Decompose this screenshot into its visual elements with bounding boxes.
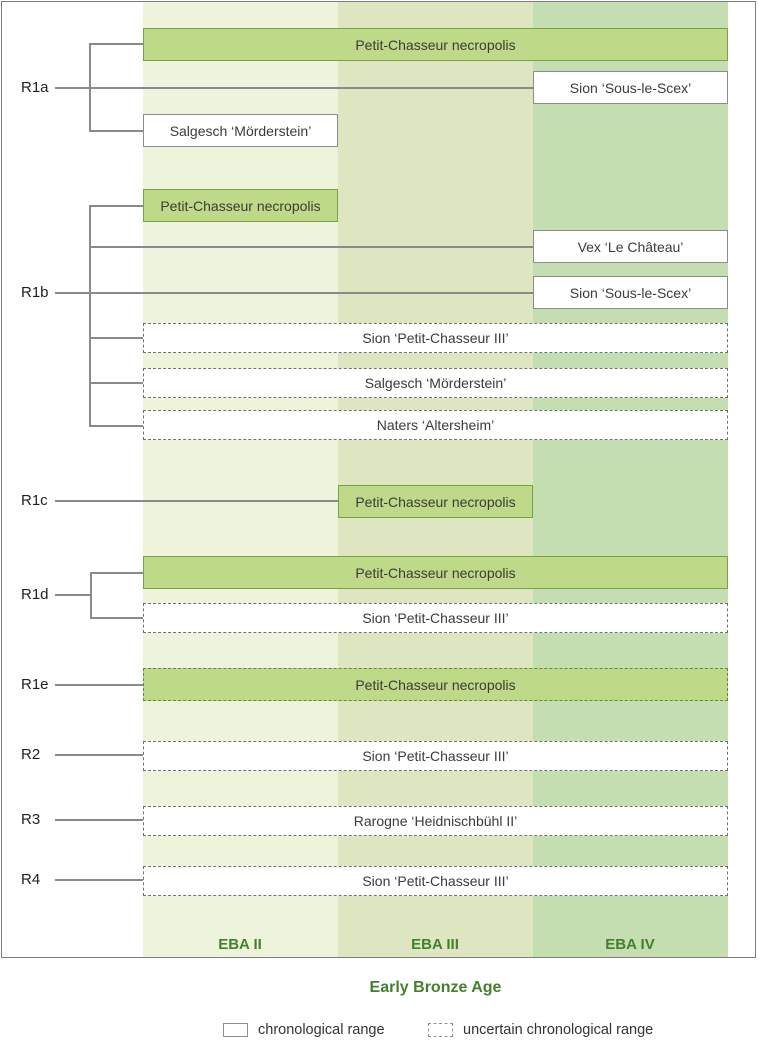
range-box-sion-sous-le-scex-r1a: Sion ‘Sous-le-Scex’ — [533, 71, 728, 104]
range-box-label: Salgesch ‘Mörderstein’ — [169, 122, 312, 139]
range-box-label: Salgesch ‘Mörderstein’ — [364, 375, 507, 391]
range-box-sion-petit-chasseur-iii-r4: Sion ‘Petit-Chasseur III’ — [143, 866, 728, 896]
connector-line — [55, 500, 338, 502]
row-label-r1a: R1a — [21, 79, 49, 96]
connector-line — [89, 246, 533, 248]
connector-line — [55, 87, 533, 89]
range-box-sion-petit-chasseur-iii-r1d: Sion ‘Petit-Chasseur III’ — [143, 603, 728, 633]
range-box-rarogne-heidnischbuehl: Rarogne ‘Heidnischbühl II’ — [143, 806, 728, 836]
axis-tick-eba-iii: EBA III — [411, 936, 459, 953]
range-box-petit-chasseur-r1a: Petit-Chasseur necropolis — [143, 28, 728, 61]
connector-line — [90, 617, 143, 619]
range-box-sion-sous-le-scex-r1b: Sion ‘Sous-le-Scex’ — [533, 276, 728, 309]
axis-title: Early Bronze Age — [369, 979, 502, 996]
legend-dashed-label: uncertain chronological range — [463, 1022, 654, 1038]
range-box-petit-chasseur-r1e: Petit-Chasseur necropolis — [143, 668, 728, 701]
row-label-r1d: R1d — [21, 586, 49, 603]
connector-line — [89, 425, 143, 427]
range-box-label: Rarogne ‘Heidnischbühl II’ — [353, 813, 518, 829]
range-box-label: Petit-Chasseur necropolis — [160, 197, 321, 214]
range-box-label: Sion ‘Petit-Chasseur III’ — [362, 873, 509, 889]
range-box-petit-chasseur-r1c: Petit-Chasseur necropolis — [338, 485, 533, 518]
connector-line — [89, 205, 91, 426]
row-label-r3: R3 — [21, 811, 41, 828]
row-label-r1e: R1e — [21, 676, 49, 693]
range-box-petit-chasseur-r1b: Petit-Chasseur necropolis — [143, 189, 338, 222]
legend-solid-label: chronological range — [258, 1022, 385, 1038]
chart-frame — [1, 1, 756, 958]
range-box-label: Petit-Chasseur necropolis — [355, 36, 516, 53]
connector-line — [89, 130, 143, 132]
range-box-label: Sion ‘Petit-Chasseur III’ — [362, 748, 509, 764]
connector-line — [55, 819, 143, 821]
legend: chronological range uncertain chronologi… — [0, 1020, 759, 1040]
legend-solid-swatch — [223, 1023, 248, 1037]
band-eba-iv — [533, 2, 728, 957]
connector-line — [55, 292, 533, 294]
range-box-label: Petit-Chasseur necropolis — [355, 493, 516, 510]
connector-line — [89, 382, 143, 384]
connector-line — [55, 684, 143, 686]
row-label-r1c: R1c — [21, 492, 48, 509]
connector-line — [89, 205, 143, 207]
connector-line — [55, 879, 143, 881]
connector-line — [90, 572, 92, 618]
axis-tick-eba-ii: EBA II — [218, 936, 262, 953]
row-label-r4: R4 — [21, 871, 41, 888]
range-box-label: Sion ‘Sous-le-Scex’ — [569, 79, 692, 96]
connector-line — [89, 43, 143, 45]
band-eba-iii — [338, 2, 533, 957]
range-box-label: Vex ‘Le Château’ — [577, 238, 684, 255]
axis-tick-eba-iv: EBA IV — [605, 936, 655, 953]
range-box-salgesch-r1b: Salgesch ‘Mörderstein’ — [143, 368, 728, 398]
range-box-label: Petit-Chasseur necropolis — [355, 676, 516, 693]
range-box-sion-petit-chasseur-iii-r2: Sion ‘Petit-Chasseur III’ — [143, 741, 728, 771]
legend-dashed-swatch — [428, 1023, 453, 1037]
connector-line — [90, 572, 143, 574]
connector-line — [89, 43, 91, 132]
connector-line — [55, 594, 91, 596]
range-box-vex-le-chateau: Vex ‘Le Château’ — [533, 230, 728, 263]
row-label-r2: R2 — [21, 746, 41, 763]
range-box-salgesch-r1a: Salgesch ‘Mörderstein’ — [143, 114, 338, 147]
range-box-label: Sion ‘Petit-Chasseur III’ — [362, 330, 509, 346]
range-box-sion-petit-chasseur-iii-r1b: Sion ‘Petit-Chasseur III’ — [143, 323, 728, 353]
range-box-label: Sion ‘Sous-le-Scex’ — [569, 284, 692, 301]
connector-line — [89, 337, 143, 339]
range-box-label: Sion ‘Petit-Chasseur III’ — [362, 610, 509, 626]
connector-line — [55, 754, 143, 756]
range-box-naters-altersheim: Naters ‘Altersheim’ — [143, 410, 728, 440]
range-box-petit-chasseur-r1d: Petit-Chasseur necropolis — [143, 556, 728, 589]
range-box-label: Petit-Chasseur necropolis — [355, 564, 516, 581]
range-box-label: Naters ‘Altersheim’ — [376, 417, 495, 433]
row-label-r1b: R1b — [21, 284, 49, 301]
band-eba-ii — [143, 2, 338, 957]
